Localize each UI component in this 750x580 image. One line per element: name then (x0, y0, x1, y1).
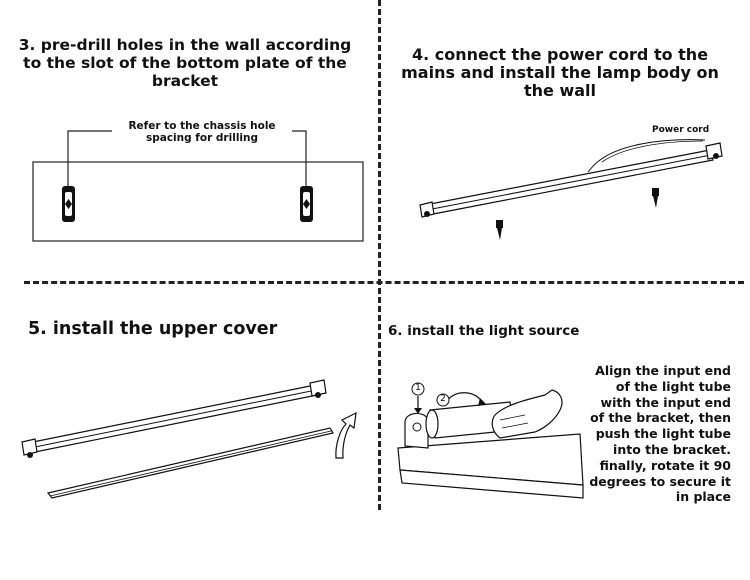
upper-cover (46, 427, 334, 499)
marker-1-label: 1 (415, 383, 421, 393)
marker-1 (411, 382, 425, 396)
tube-holder (404, 412, 429, 449)
marker-2 (436, 393, 450, 407)
step3-title: 3. pre-drill holes in the wall according… (18, 36, 352, 90)
bracket-tray (397, 433, 584, 499)
upward-arrow-icon (335, 411, 357, 459)
step3-drilling-note: Refer to the chassis hole spacing for dr… (112, 120, 292, 144)
right-mount-slot (300, 186, 313, 222)
push-down-arrow-icon (414, 396, 422, 414)
marker-2-label: 2 (440, 394, 446, 404)
hand-illustration (491, 389, 563, 439)
wall-screw-right (652, 188, 659, 208)
horizontal-divider (24, 281, 744, 284)
wall-screw-left (496, 220, 503, 240)
vertical-divider (378, 0, 381, 510)
power-cord-label: Power cord (652, 125, 710, 135)
step6-instructions: Align the input end of the light tube wi… (589, 363, 731, 505)
lamp-body (419, 142, 723, 218)
step4-title: 4. connect the power cord to the mains a… (401, 45, 719, 100)
step6-title: 6. install the light source (388, 323, 580, 339)
step5-title: 5. install the upper cover (28, 319, 278, 339)
rotate-arrow-icon (447, 392, 486, 406)
left-mount-slot (62, 186, 75, 222)
lamp-base (21, 379, 327, 458)
